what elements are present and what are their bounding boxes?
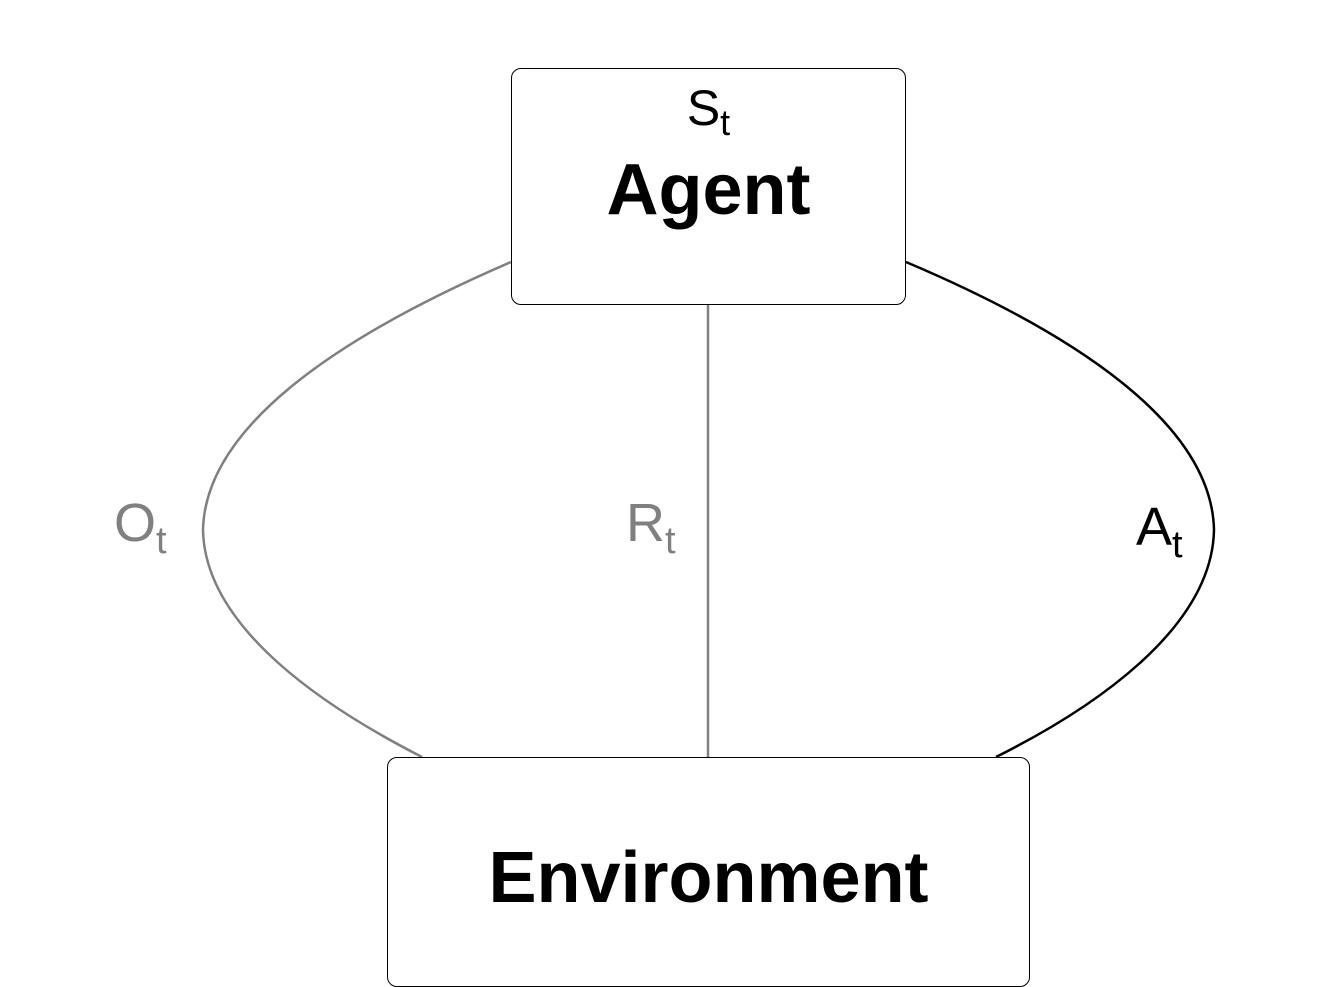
observation-subscript: t: [156, 520, 167, 562]
state-subscript: t: [720, 102, 731, 143]
reward-label: Rt: [626, 493, 676, 560]
action-label: At: [1136, 497, 1183, 564]
observation-edge: [201, 260, 512, 759]
diagram-canvas: St Agent Environment Ot Rt At: [114, 68, 1216, 987]
environment-title: Environment: [488, 838, 929, 918]
action-edge: [905, 260, 1216, 759]
state-symbol: S: [686, 80, 721, 136]
action-subscript: t: [1172, 524, 1183, 566]
reward-subscript: t: [665, 520, 676, 562]
agent-title: Agent: [606, 150, 811, 230]
agent-state-label: St: [512, 80, 905, 141]
environment-node: Environment: [387, 757, 1030, 987]
agent-node: St Agent: [511, 68, 906, 305]
observation-label: Ot: [114, 493, 167, 560]
diagram-edges: [201, 260, 1216, 759]
action-symbol: A: [1136, 497, 1173, 557]
observation-symbol: O: [114, 493, 157, 553]
reward-symbol: R: [626, 493, 665, 553]
